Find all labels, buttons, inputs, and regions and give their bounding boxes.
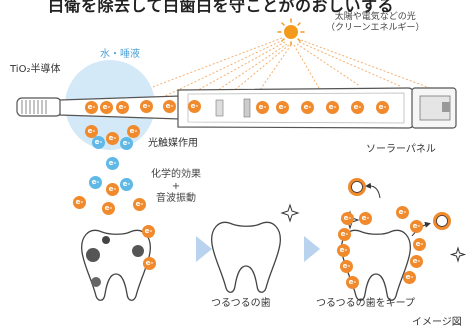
arrow-1 (196, 236, 212, 262)
electron: e- (256, 101, 269, 114)
electron: e- (413, 238, 426, 251)
electron: e- (106, 132, 119, 145)
electron: e- (140, 100, 153, 113)
electron: e- (346, 276, 359, 289)
effect-line1: 化学的効果 (151, 169, 201, 180)
electron: e- (116, 101, 129, 114)
electron: e- (143, 257, 156, 270)
effect-label: 化学的効果 + 音波振動 (151, 169, 201, 205)
plaque-dots (86, 236, 144, 287)
water-saliva-label: 水・唾液 (100, 49, 140, 60)
electron: e- (120, 137, 133, 150)
electron: e- (163, 100, 176, 113)
electron: e- (106, 183, 119, 196)
electron: e- (403, 271, 416, 284)
electron: e- (85, 101, 98, 114)
electron: e- (410, 220, 423, 233)
toothbrush (16, 87, 457, 129)
bacteria-icons (348, 178, 451, 230)
electron: e- (376, 101, 389, 114)
electron: e- (85, 125, 98, 138)
sun-caption-line1: 太陽や電気などの光 (334, 12, 416, 22)
photocatalyst-label: 光触媒作用 (148, 138, 198, 149)
page-title: 白衛を除去して白歯白を守ことがのおしいする (48, 0, 395, 15)
electron: e- (410, 255, 423, 268)
teeth (81, 221, 411, 301)
electron: e- (106, 157, 119, 170)
electron: e- (337, 244, 350, 257)
image-note: イメージ図 (412, 317, 462, 328)
electron: e- (133, 198, 146, 211)
sun-caption: 太陽や電気などの光 （クリーンエネルギー） (326, 12, 425, 34)
arrow-2 (304, 236, 320, 262)
electron: e- (301, 101, 314, 114)
sun-caption-line2: （クリーンエネルギー） (326, 23, 425, 33)
electron: e- (340, 260, 353, 273)
electron: e- (120, 178, 133, 191)
electron: e- (142, 225, 155, 238)
electron: e- (92, 136, 105, 149)
smooth-tooth-label: つるつるの歯 (211, 298, 271, 309)
electron: e- (359, 212, 372, 225)
electron: e- (73, 196, 86, 209)
electron: e- (351, 101, 364, 114)
electron: e- (338, 228, 351, 241)
sun-icon (277, 18, 305, 46)
semiconductor-label: TiO₂半導体 (10, 64, 61, 75)
electron: e- (100, 101, 113, 114)
electron: e- (326, 101, 339, 114)
light-rays (149, 37, 431, 103)
electron: e- (188, 100, 201, 113)
electron: e- (396, 206, 409, 219)
electron: e- (276, 101, 289, 114)
electron: e- (341, 212, 354, 225)
effect-line2: 音波振動 (156, 193, 196, 204)
solar-panel-label: ソーラーパネル (366, 144, 436, 155)
electron: e- (127, 125, 140, 138)
electron: e- (102, 202, 115, 215)
electron: e- (89, 176, 102, 189)
keep-smooth-label: つるつるの歯をキープ (316, 298, 415, 309)
effect-plus: + (171, 181, 181, 192)
